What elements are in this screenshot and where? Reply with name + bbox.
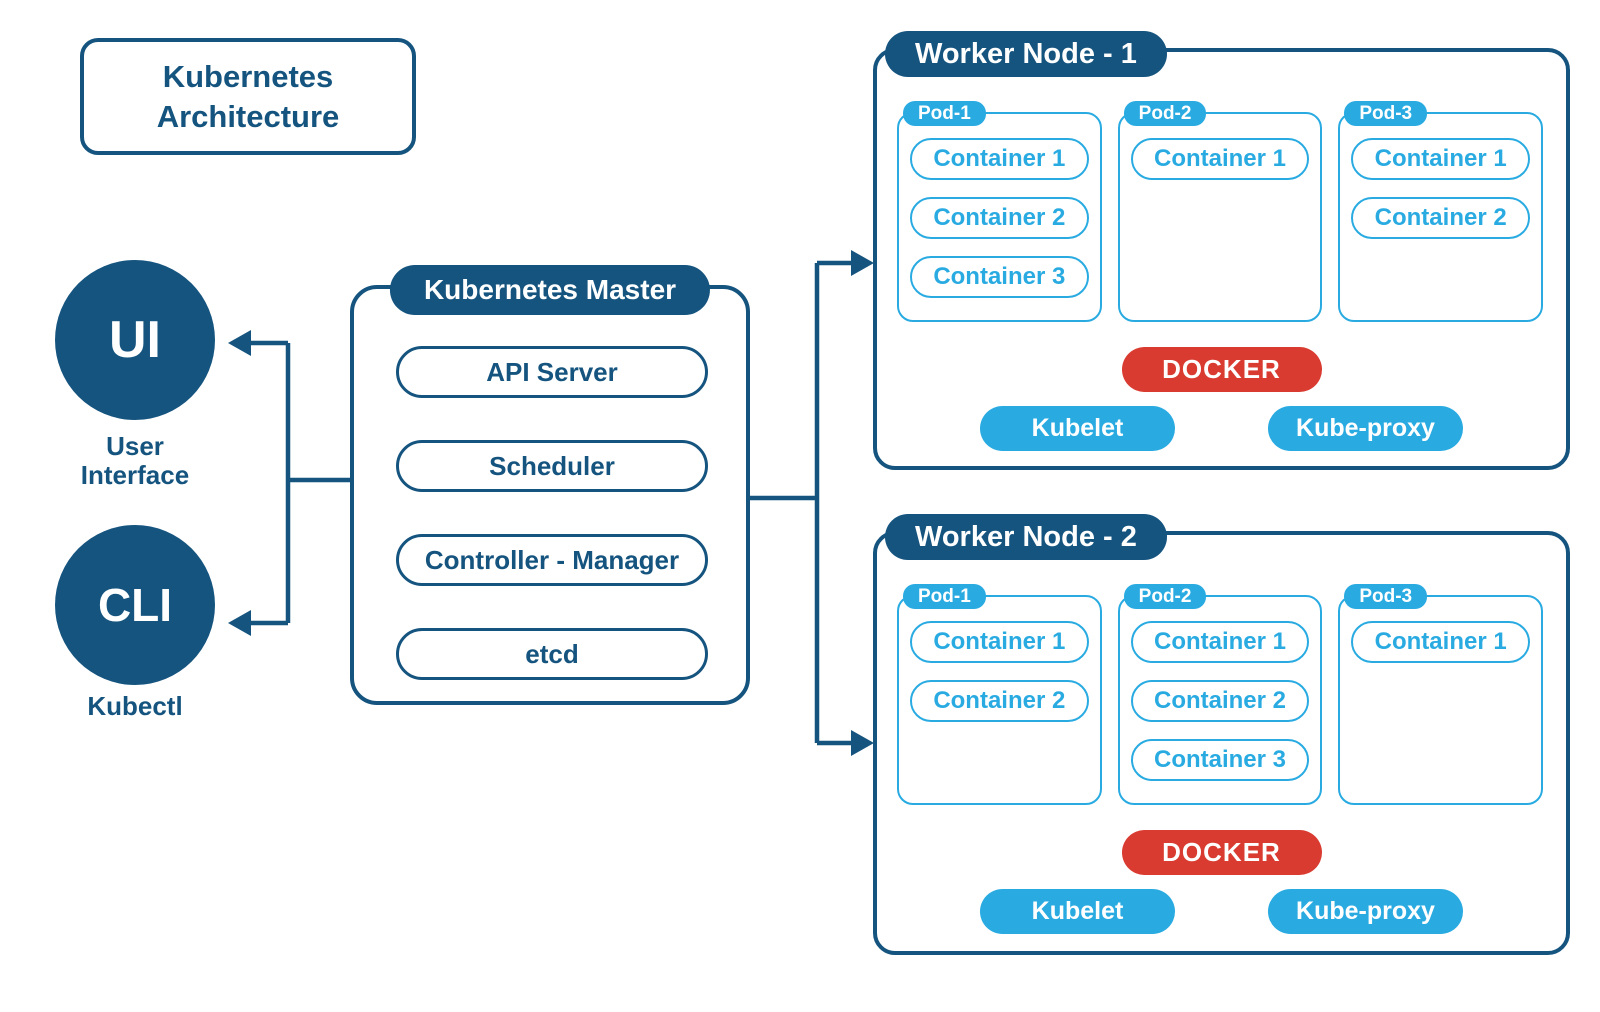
worker-2-docker-badge: DOCKER xyxy=(1121,830,1322,875)
diagram-title: Kubernetes Architecture xyxy=(80,38,416,155)
ui-circle: UI xyxy=(55,260,215,420)
arrowhead-to-ui-icon xyxy=(228,330,251,356)
component-etcd: etcd xyxy=(396,628,708,680)
container-pill: Container 1 xyxy=(910,138,1089,180)
worker-node-2-pods: Pod-1 Container 1 Container 2 Pod-2 Cont… xyxy=(897,584,1544,805)
container-pill: Container 1 xyxy=(1130,138,1310,180)
worker-node-1-title: Worker Node - 1 xyxy=(885,31,1167,77)
container-pill: Container 2 xyxy=(910,197,1089,239)
worker-2-kube-proxy-badge: Kube-proxy xyxy=(1268,889,1463,934)
worker-1-pod-2: Pod-2 Container 1 xyxy=(1117,101,1323,322)
worker-node-1: Worker Node - 1 Pod-1 Container 1 Contai… xyxy=(873,31,1570,470)
component-api-server: API Server xyxy=(396,346,708,398)
master-components: API Server Scheduler Controller - Manage… xyxy=(396,346,708,680)
container-pill: Container 2 xyxy=(1130,680,1310,722)
cli-label: Kubectl xyxy=(87,691,183,721)
worker-node-2: Worker Node - 2 Pod-1 Container 1 Contai… xyxy=(873,514,1570,955)
worker-node-1-pods: Pod-1 Container 1 Container 2 Container … xyxy=(897,101,1544,322)
worker-1-pod-3-label: Pod-3 xyxy=(1344,101,1428,126)
arrowhead-to-worker-1-icon xyxy=(851,250,874,276)
cli-circle-text: CLI xyxy=(97,579,173,631)
container-pill: Container 1 xyxy=(1351,138,1531,180)
worker-2-pod-2: Pod-2 Container 1 Container 2 Container … xyxy=(1117,584,1323,805)
ui-circle-text: UI xyxy=(109,311,161,369)
container-pill: Container 1 xyxy=(910,621,1089,663)
component-scheduler: Scheduler xyxy=(396,440,708,492)
kubernetes-master-title: Kubernetes Master xyxy=(389,265,711,315)
container-pill: Container 2 xyxy=(1351,197,1531,239)
worker-2-pod-3: Pod-3 Container 1 xyxy=(1338,584,1544,805)
arrowhead-to-worker-2-icon xyxy=(851,730,874,756)
worker-2-pod-3-label: Pod-3 xyxy=(1344,584,1428,609)
container-pill: Container 1 xyxy=(1351,621,1531,663)
worker-1-kube-proxy-badge: Kube-proxy xyxy=(1268,406,1463,451)
worker-1-docker-badge: DOCKER xyxy=(1121,347,1322,392)
container-pill: Container 1 xyxy=(1130,621,1310,663)
worker-2-pod-1: Pod-1 Container 1 Container 2 xyxy=(897,584,1102,805)
container-pill: Container 3 xyxy=(910,256,1089,298)
connector-master-to-workers xyxy=(750,260,853,746)
ui-label: User Interface xyxy=(80,431,190,491)
worker-2-pod-1-label: Pod-1 xyxy=(903,584,986,609)
worker-1-kubelet-badge: Kubelet xyxy=(980,406,1175,451)
container-pill: Container 3 xyxy=(1130,739,1310,781)
diagram-title-line2: Architecture xyxy=(156,98,340,134)
cli-circle: CLI xyxy=(55,525,215,685)
worker-1-pod-3: Pod-3 Container 1 Container 2 xyxy=(1338,101,1544,322)
worker-node-2-title: Worker Node - 2 xyxy=(885,514,1167,560)
container-pill: Container 2 xyxy=(910,680,1089,722)
diagram-title-line1: Kubernetes xyxy=(162,58,334,94)
component-controller-manager: Controller - Manager xyxy=(396,534,708,586)
worker-2-kubelet-badge: Kubelet xyxy=(980,889,1175,934)
kubernetes-master-box: Kubernetes Master API Server Scheduler C… xyxy=(350,265,750,705)
worker-2-pod-2-label: Pod-2 xyxy=(1123,584,1207,609)
worker-1-pod-2-label: Pod-2 xyxy=(1123,101,1207,126)
worker-1-pod-1: Pod-1 Container 1 Container 2 Container … xyxy=(897,101,1102,322)
connector-master-to-clients xyxy=(250,340,350,626)
worker-1-pod-1-label: Pod-1 xyxy=(903,101,986,126)
worker-2-agents: Kubelet Kube-proxy xyxy=(877,889,1566,934)
arrowhead-to-cli-icon xyxy=(228,610,251,636)
worker-1-agents: Kubelet Kube-proxy xyxy=(877,406,1566,451)
